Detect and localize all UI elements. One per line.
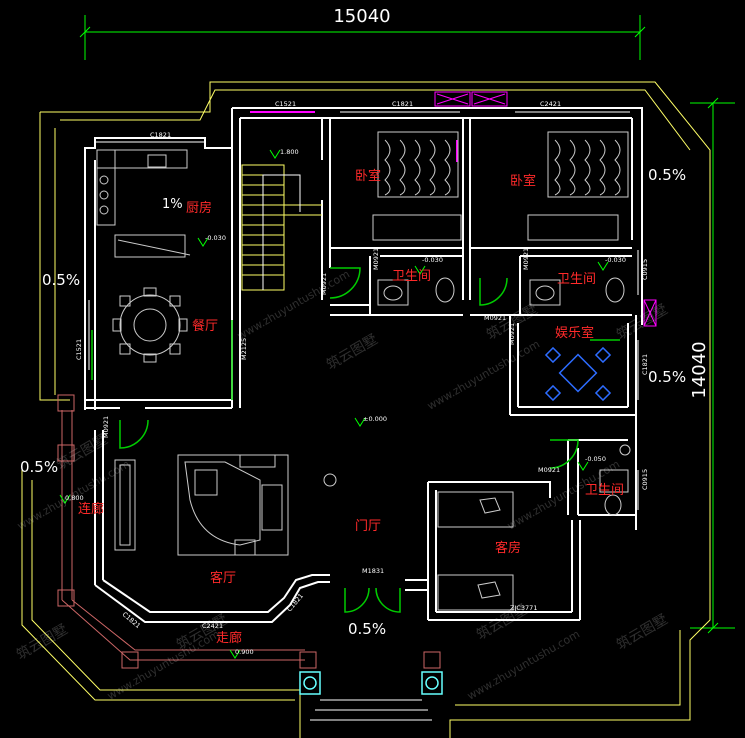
- window-sills: [88, 111, 639, 510]
- svg-text:C0915: C0915: [641, 469, 649, 490]
- slope-left-lower: 0.5%: [20, 458, 58, 476]
- game-table: [544, 346, 612, 402]
- svg-text:C1821: C1821: [392, 100, 413, 108]
- svg-text:C1821: C1821: [121, 610, 142, 630]
- level-markers: [59, 149, 609, 659]
- top-dimension: [79, 15, 646, 60]
- guest-furniture: [437, 491, 514, 611]
- svg-text:C1821: C1821: [641, 354, 649, 375]
- doors: [91, 267, 620, 613]
- svg-text:M0921: M0921: [320, 273, 328, 295]
- svg-text:M2125: M2125: [240, 338, 248, 360]
- label-guest: 客房: [495, 540, 521, 556]
- entry-steps: [310, 699, 432, 721]
- label-bath-right: 卫生间: [557, 272, 596, 287]
- svg-text:M0921: M0921: [522, 248, 530, 270]
- corridor-railing: [57, 394, 441, 669]
- label-porch: 走廊: [216, 630, 242, 646]
- svg-text:1.800: 1.800: [280, 148, 299, 156]
- svg-text:C1821: C1821: [285, 592, 305, 613]
- svg-text:-0.050: -0.050: [585, 455, 606, 463]
- svg-text:C2421: C2421: [202, 622, 223, 630]
- label-bedroom-left: 卧室: [355, 168, 381, 184]
- stairs: [241, 164, 322, 291]
- label-dining: 餐厅: [192, 318, 218, 334]
- label-bedroom-right: 卧室: [510, 173, 536, 189]
- svg-text:0.800: 0.800: [65, 494, 84, 502]
- slope-right-mid: 0.5%: [648, 368, 686, 386]
- kitchen-counter: [96, 149, 191, 258]
- slope-front: 0.5%: [348, 620, 386, 638]
- svg-text:C1521: C1521: [75, 339, 83, 360]
- label-entertainment: 娱乐室: [555, 325, 594, 341]
- svg-text:±0.000: ±0.000: [363, 415, 387, 423]
- svg-text:www.zhuyuntushu.com: www.zhuyuntushu.com: [105, 628, 222, 703]
- svg-text:M0921: M0921: [372, 248, 380, 270]
- label-living: 客厅: [210, 570, 236, 586]
- right-dimension: [690, 97, 735, 634]
- slope-labels: 0.5% 0.5% 0.5% 0.5% 0.5% 1%: [20, 166, 686, 638]
- svg-text:M0921: M0921: [538, 466, 560, 474]
- windows: [250, 91, 657, 327]
- svg-text:-0.030: -0.030: [205, 234, 226, 242]
- stair-arrow: [262, 174, 301, 290]
- label-kitchen: 厨房: [186, 200, 212, 216]
- svg-text:M0921: M0921: [484, 314, 506, 322]
- label-corridor: 连廊: [78, 501, 104, 517]
- svg-text:M0921: M0921: [102, 416, 110, 438]
- dining-table: [112, 287, 188, 363]
- room-labels: 厨房 餐厅 卧室 卧室 卫生间 卫生间 娱乐室 卫生间 客厅 门厅 客房 连廊 …: [78, 168, 624, 646]
- svg-text:www.zhuyuntushu.com: www.zhuyuntushu.com: [425, 338, 542, 413]
- svg-text:C2421: C2421: [540, 100, 561, 108]
- svg-text:0.900: 0.900: [235, 648, 254, 656]
- bed-left: [372, 131, 462, 241]
- svg-text:筑云图墅: 筑云图墅: [474, 602, 530, 644]
- svg-text:筑云图墅: 筑云图墅: [614, 612, 670, 654]
- bath-fixtures: [377, 277, 631, 516]
- slope-right-upper: 0.5%: [648, 166, 686, 184]
- svg-text:C1821: C1821: [150, 131, 171, 139]
- svg-text:C0915: C0915: [641, 259, 649, 280]
- kitchen-slope: 1%: [162, 197, 183, 212]
- bed-right: [527, 131, 629, 241]
- sofa-set: [114, 454, 337, 556]
- svg-text:M1831: M1831: [362, 567, 384, 575]
- label-foyer: 门厅: [355, 519, 381, 534]
- svg-text:筑云图墅: 筑云图墅: [14, 622, 70, 664]
- terrace-outline: [21, 81, 711, 738]
- svg-text:C1521: C1521: [275, 100, 296, 108]
- svg-text:-0.030: -0.030: [422, 256, 443, 264]
- svg-text:筑云图墅: 筑云图墅: [324, 332, 380, 374]
- svg-text:-0.030: -0.030: [605, 256, 626, 264]
- label-bath-east: 卫生间: [585, 483, 624, 498]
- right-dimension-text: 14040: [689, 341, 710, 398]
- svg-text:M0921: M0921: [508, 323, 516, 345]
- entry-columns: [299, 671, 443, 695]
- svg-text:ZJC3771: ZJC3771: [510, 604, 537, 612]
- slope-left-upper: 0.5%: [42, 271, 80, 289]
- label-bath-left: 卫生间: [392, 269, 431, 284]
- top-dimension-text: 15040: [333, 6, 390, 27]
